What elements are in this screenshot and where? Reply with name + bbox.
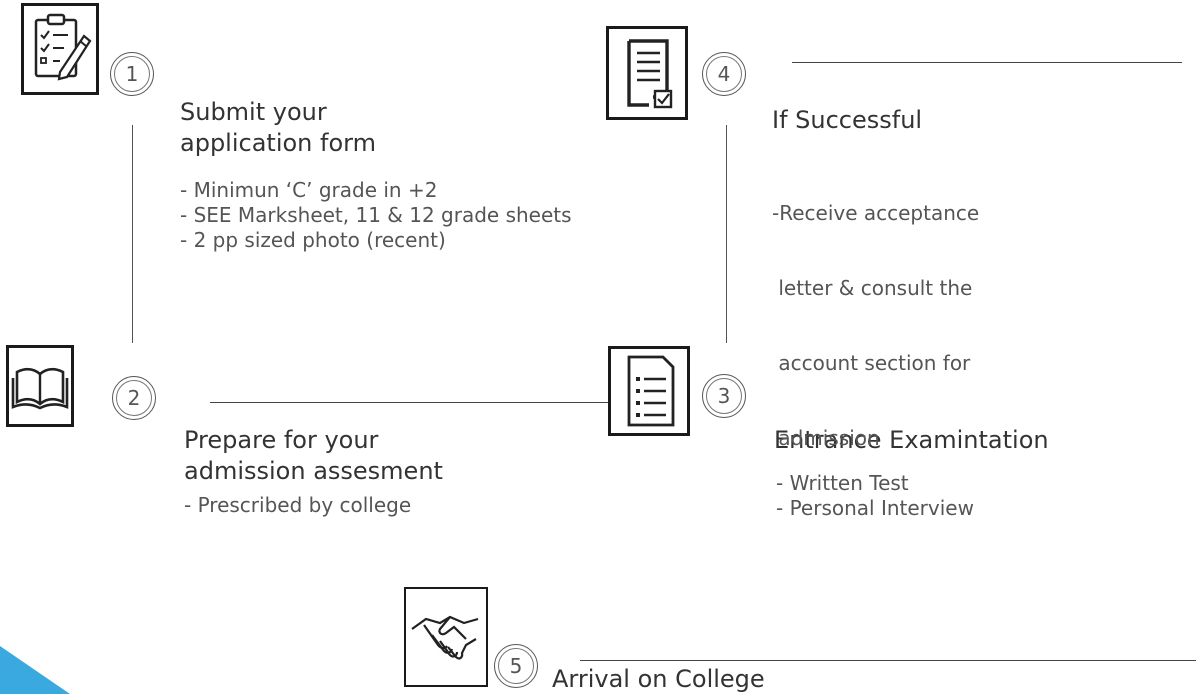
step-1-detail-item: - Minimun ‘C’ grade in +2: [180, 178, 438, 202]
step-3-number: 3: [717, 384, 731, 408]
step-1-title-line-2: application form: [180, 129, 376, 157]
step-5-title: Arrival on College: [552, 664, 765, 695]
step-5-icon-box: [404, 587, 488, 687]
step-1-number-badge: 1: [110, 52, 154, 96]
step-4-title: If Successful: [772, 105, 922, 136]
connector-line-1-2: [132, 125, 133, 343]
step-4-detail-item: -Receive acceptance: [772, 201, 980, 225]
step-3-detail-item: - Written Test: [776, 471, 909, 495]
step-1-detail-item: - 2 pp sized photo (recent): [180, 228, 446, 252]
step-3-detail-item: - Personal Interview: [776, 496, 974, 520]
step-4-details: -Receive acceptance letter & consult the…: [772, 151, 979, 476]
step-2-title: Prepare for your admission assesment: [184, 425, 443, 487]
step-1-number: 1: [125, 62, 139, 86]
step-1-title-line-1: Submit your: [180, 98, 327, 126]
step-2-number-badge: 2: [112, 376, 156, 420]
step-4-icon-box: [606, 26, 688, 120]
step-1-title: Submit your application form: [180, 97, 376, 159]
step-4-title-line-1: If Successful: [772, 106, 923, 134]
step-3-title: Entrance Examintation: [774, 425, 1049, 456]
step-2-details: - Prescribed by college: [184, 493, 411, 518]
open-book-icon: [9, 348, 71, 424]
step-4-detail-item: account section for: [772, 351, 971, 375]
step-2-detail-item: - Prescribed by college: [184, 493, 412, 517]
step-5-number-badge: 5: [494, 644, 538, 688]
step-3-title-line-1: Entrance Examintation: [774, 426, 1049, 454]
step-3-number-badge: 3: [702, 374, 746, 418]
connector-line-2-3: [210, 402, 610, 403]
step-5-number: 5: [509, 654, 523, 678]
step-3-icon-box: [608, 346, 690, 436]
handshake-icon: [406, 589, 485, 684]
document-list-icon: [611, 349, 687, 433]
step-1-detail-item: - SEE Marksheet, 11 & 12 grade sheets: [180, 203, 572, 227]
step-4-detail-item: admission: [772, 426, 880, 450]
step-3-details: - Written Test - Personal Interview: [776, 471, 974, 521]
step-4-number: 4: [717, 62, 731, 86]
step-1-details: - Minimun ‘C’ grade in +2 - SEE Markshee…: [180, 178, 572, 253]
blue-corner-triangle: [0, 646, 70, 694]
step-2-title-line-2: admission assesment: [184, 457, 443, 485]
step-2-title-line-1: Prepare for your: [184, 426, 379, 454]
step-1-icon-box: [21, 3, 99, 95]
step-4-detail-item: letter & consult the: [772, 276, 973, 300]
connector-line-3-4: [726, 125, 727, 343]
step-2-icon-box: [6, 345, 74, 427]
step-2-number: 2: [127, 386, 141, 410]
checklist-pencil-icon: [24, 6, 96, 92]
step-4-number-badge: 4: [702, 52, 746, 96]
document-check-icon: [609, 29, 685, 117]
connector-line-5-right: [580, 660, 1196, 661]
step-5-title-line-1: Arrival on College: [552, 665, 765, 693]
connector-line-4-top: [792, 62, 1182, 63]
